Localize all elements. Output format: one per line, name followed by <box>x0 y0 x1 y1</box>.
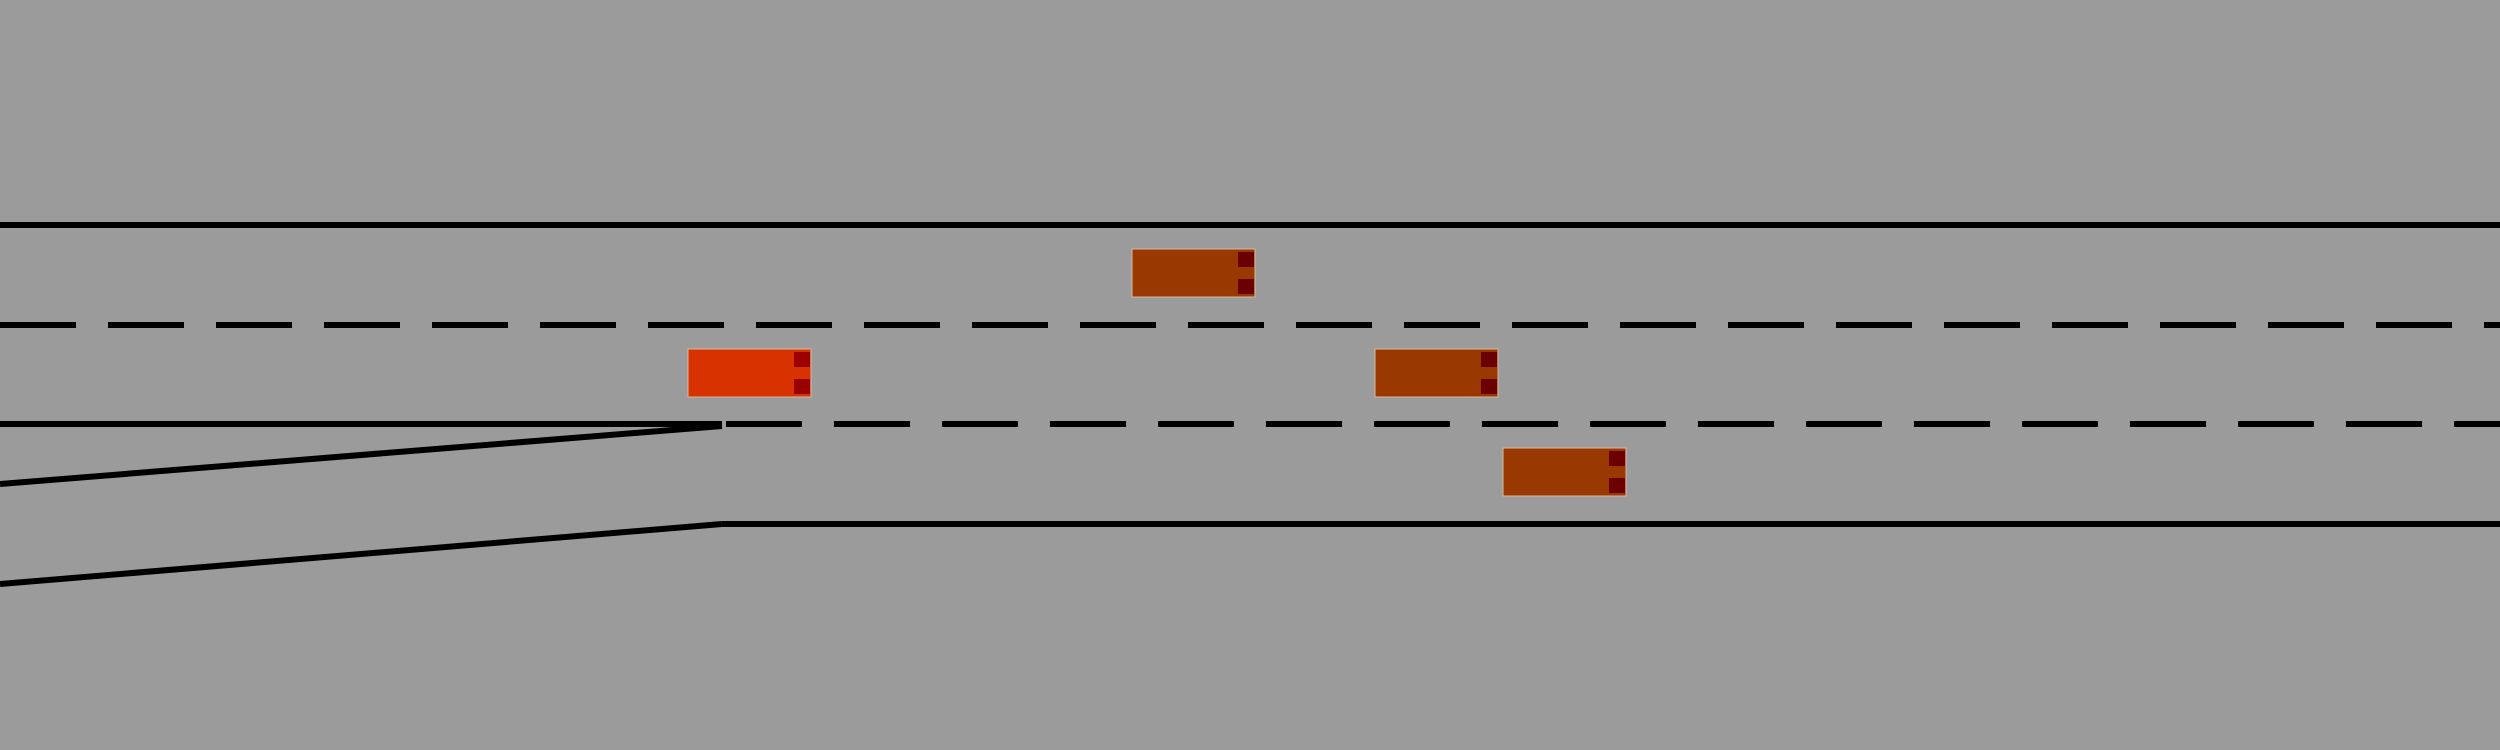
taillight <box>1481 379 1497 394</box>
taillight <box>1609 451 1625 466</box>
taillight <box>1481 352 1497 367</box>
onramp-upper-edge <box>0 423 723 487</box>
vehicles-layer <box>687 248 1627 497</box>
taillight <box>794 379 810 394</box>
vehicle <box>1131 248 1256 298</box>
taillight <box>1609 478 1625 493</box>
vehicle-body <box>1374 348 1499 398</box>
taillight <box>794 352 810 367</box>
onramp-lower-edge <box>0 521 723 587</box>
vehicle <box>1374 348 1499 398</box>
vehicle <box>1502 447 1627 497</box>
taillight <box>1238 252 1254 267</box>
ego-vehicle <box>687 348 812 398</box>
vehicle-body <box>687 348 812 398</box>
taillight <box>1238 279 1254 294</box>
vehicle-body <box>1131 248 1256 298</box>
vehicle-body <box>1502 447 1627 497</box>
